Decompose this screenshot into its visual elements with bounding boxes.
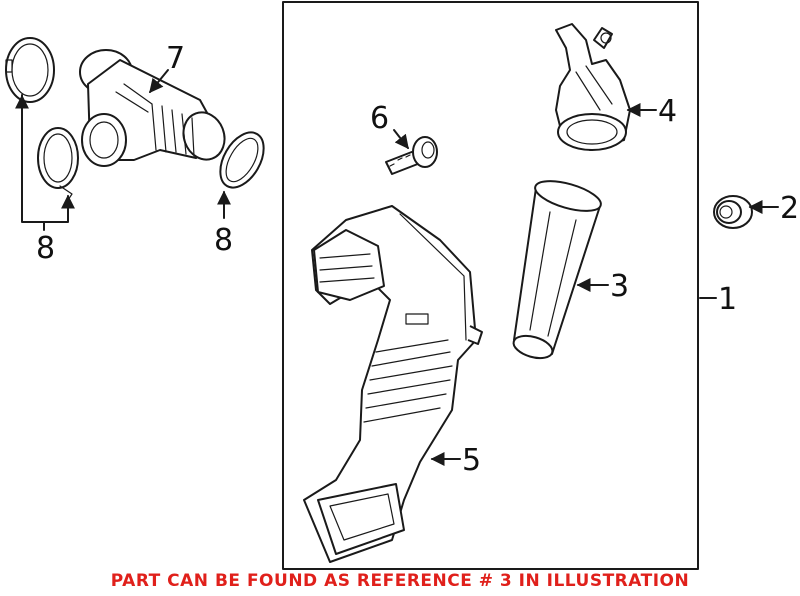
- callout-6: 6: [370, 101, 389, 136]
- callout-4: 4: [658, 94, 677, 129]
- part-8-clamp-large: [5, 37, 55, 103]
- callout-2: 2: [780, 191, 799, 226]
- part-8-clamp-mid: [37, 127, 79, 201]
- part-2-grommet: [713, 195, 753, 229]
- part-8-clamp-right: [219, 131, 265, 189]
- callout-5: 5: [462, 443, 481, 478]
- callout-7: 7: [166, 41, 185, 76]
- callout-3: 3: [610, 269, 629, 304]
- callout-8-right: 8: [214, 223, 233, 258]
- part-5-duct: [303, 205, 483, 563]
- part-6-bolt: [385, 136, 438, 175]
- callout-1: 1: [718, 282, 737, 317]
- reference-notice: PART CAN BE FOUND AS REFERENCE # 3 IN IL…: [111, 571, 689, 591]
- callout-8-left: 8: [36, 231, 55, 266]
- part-7-hose: [79, 49, 226, 167]
- part-3-tube: [512, 180, 602, 360]
- assembly-frame: [282, 1, 699, 570]
- leader-lines: [15, 69, 779, 466]
- part-4-resonator: [555, 23, 631, 151]
